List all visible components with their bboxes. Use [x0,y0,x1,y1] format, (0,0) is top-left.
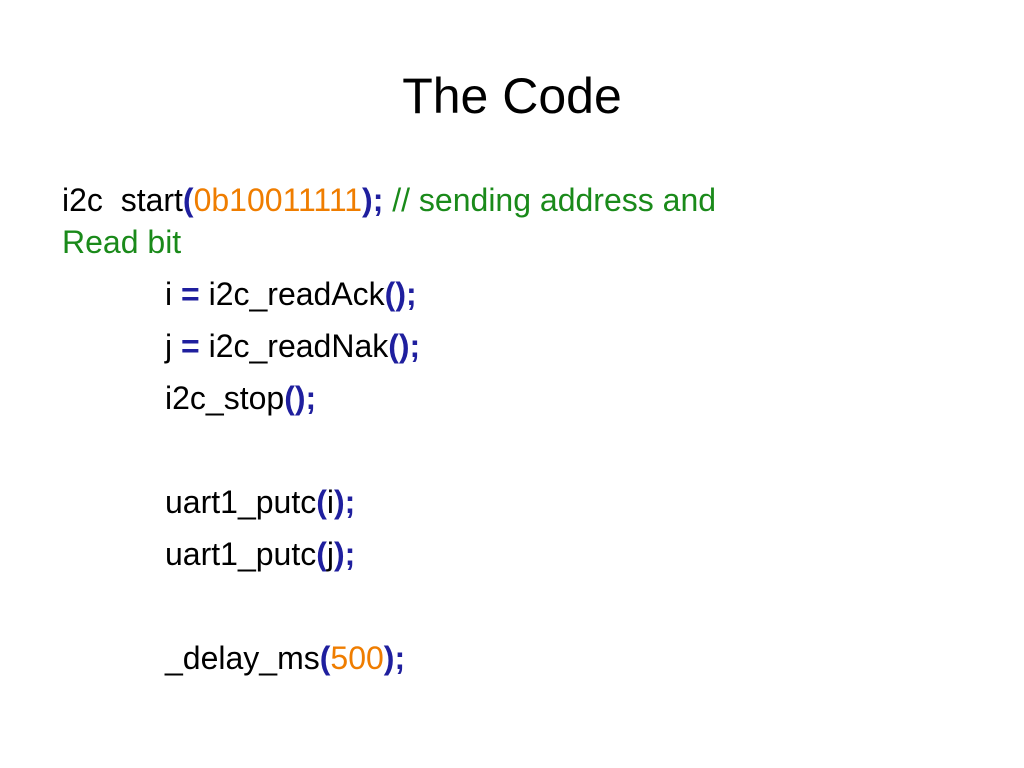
code-line-i2c-start: i2c start(0b10011111); // sending addres… [62,180,962,222]
code-comment: // sending address and [392,182,717,218]
code-block: i2c start(0b10011111); // sending addres… [62,180,962,678]
code-token-number: 500 [330,640,384,676]
code-token-function: i2c start [62,182,183,218]
blank-line [62,574,962,626]
code-token-parens: (); [388,328,421,364]
code-token-argument: i [326,484,334,520]
code-token-open-paren: ( [319,640,331,676]
code-token-function: i2c_readNak [199,328,389,364]
blank-line [62,418,962,470]
code-token-close: ); [383,640,406,676]
code-token-argument: j [326,536,334,572]
code-line-putc-j: uart1_putc(j); [62,534,962,574]
line-gap [62,470,962,482]
code-token-space [383,182,392,218]
code-token-parens: (); [284,380,317,416]
line-gap [62,366,962,378]
code-line-read-ack: i = i2c_readAck(); [62,274,962,314]
line-gap [62,262,962,274]
code-token-close: ); [333,536,356,572]
code-token-variable: j [165,328,181,364]
code-token-open-paren: ( [316,484,327,520]
line-gap [62,522,962,534]
code-token-function: i2c_stop [165,380,285,416]
code-token-open-paren: ( [182,182,194,218]
code-token-close: ); [333,484,356,520]
slide-title: The Code [402,68,622,124]
code-token-operator: = [181,276,200,312]
line-gap [62,626,962,638]
code-line-putc-i: uart1_putc(i); [62,482,962,522]
code-line-stop: i2c_stop(); [62,378,962,418]
code-token-operator: = [181,328,200,364]
code-token-function: i2c_readAck [199,276,385,312]
code-token-parens: (); [384,276,417,312]
code-token-variable: i [165,276,181,312]
code-line-delay: _delay_ms(500); [62,638,962,678]
code-token-open-paren: ( [316,536,327,572]
code-line-read-nak: j = i2c_readNak(); [62,326,962,366]
line-gap [62,314,962,326]
code-comment-continuation: Read bit [62,224,182,260]
code-line-comment-continuation: Read bit [62,222,962,262]
code-token-function: _delay_ms [165,640,320,676]
code-token-function: uart1_putc [165,484,317,520]
code-token-close: ); [362,182,384,218]
code-token-function: uart1_putc [165,536,317,572]
code-token-number: 0b10011111 [193,182,363,218]
